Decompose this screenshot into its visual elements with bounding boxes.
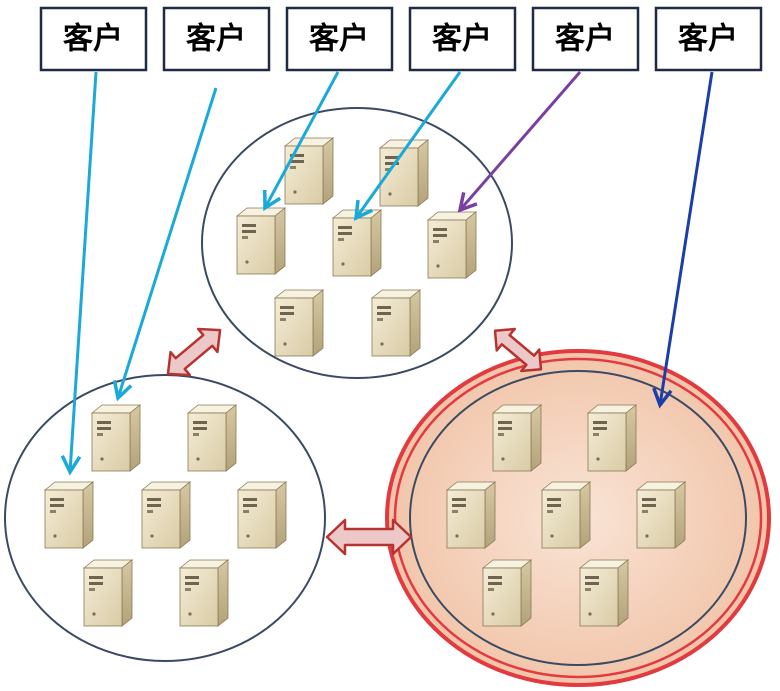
client-label: 客户 <box>309 22 369 57</box>
server-icon <box>636 481 686 549</box>
link-top-right <box>493 327 543 373</box>
client-box-2: 客户 <box>162 6 271 72</box>
client-label: 客户 <box>432 22 492 57</box>
right-cluster <box>409 370 747 666</box>
client-box-6: 客户 <box>654 6 763 72</box>
server-icon <box>141 481 191 549</box>
server-icon <box>492 404 542 472</box>
left-cluster <box>4 374 326 662</box>
client-route-arrows <box>70 71 714 472</box>
link-left-top <box>166 327 222 377</box>
server-icon <box>83 559 133 627</box>
server-icon <box>332 209 382 277</box>
top-cluster <box>201 107 513 379</box>
client-label: 客户 <box>678 22 738 57</box>
link-left-right <box>325 518 413 556</box>
server-icon <box>274 289 324 357</box>
client-label: 客户 <box>555 22 615 57</box>
client-box-1: 客户 <box>39 6 148 72</box>
server-icon <box>284 137 334 205</box>
server-icon <box>187 404 237 472</box>
server-icon <box>446 481 496 549</box>
server-icon <box>237 481 287 549</box>
server-icon <box>44 481 94 549</box>
server-icon <box>587 404 637 472</box>
left-cluster-servers <box>44 404 287 627</box>
route-arrow-5 <box>460 71 582 210</box>
route-arrow-3 <box>265 71 340 208</box>
route-arrow-6 <box>660 71 714 405</box>
server-icon <box>236 207 286 275</box>
client-label: 客户 <box>186 22 246 57</box>
route-arrow-4 <box>356 71 462 218</box>
top-cluster-servers <box>236 137 477 357</box>
client-label: 客户 <box>63 22 123 57</box>
client-row: 客户 客户 客户 客户 客户 客户 <box>39 6 763 72</box>
server-icon <box>91 404 141 472</box>
client-box-4: 客户 <box>408 6 517 72</box>
server-icon <box>541 481 591 549</box>
server-icon <box>371 289 421 357</box>
route-arrow-2 <box>118 87 218 398</box>
client-box-5: 客户 <box>531 6 640 72</box>
route-arrow-1 <box>70 71 98 472</box>
client-box-3: 客户 <box>285 6 394 72</box>
server-icon <box>427 211 477 279</box>
server-icon <box>482 559 532 627</box>
server-icon <box>579 559 629 627</box>
server-icon <box>179 559 229 627</box>
